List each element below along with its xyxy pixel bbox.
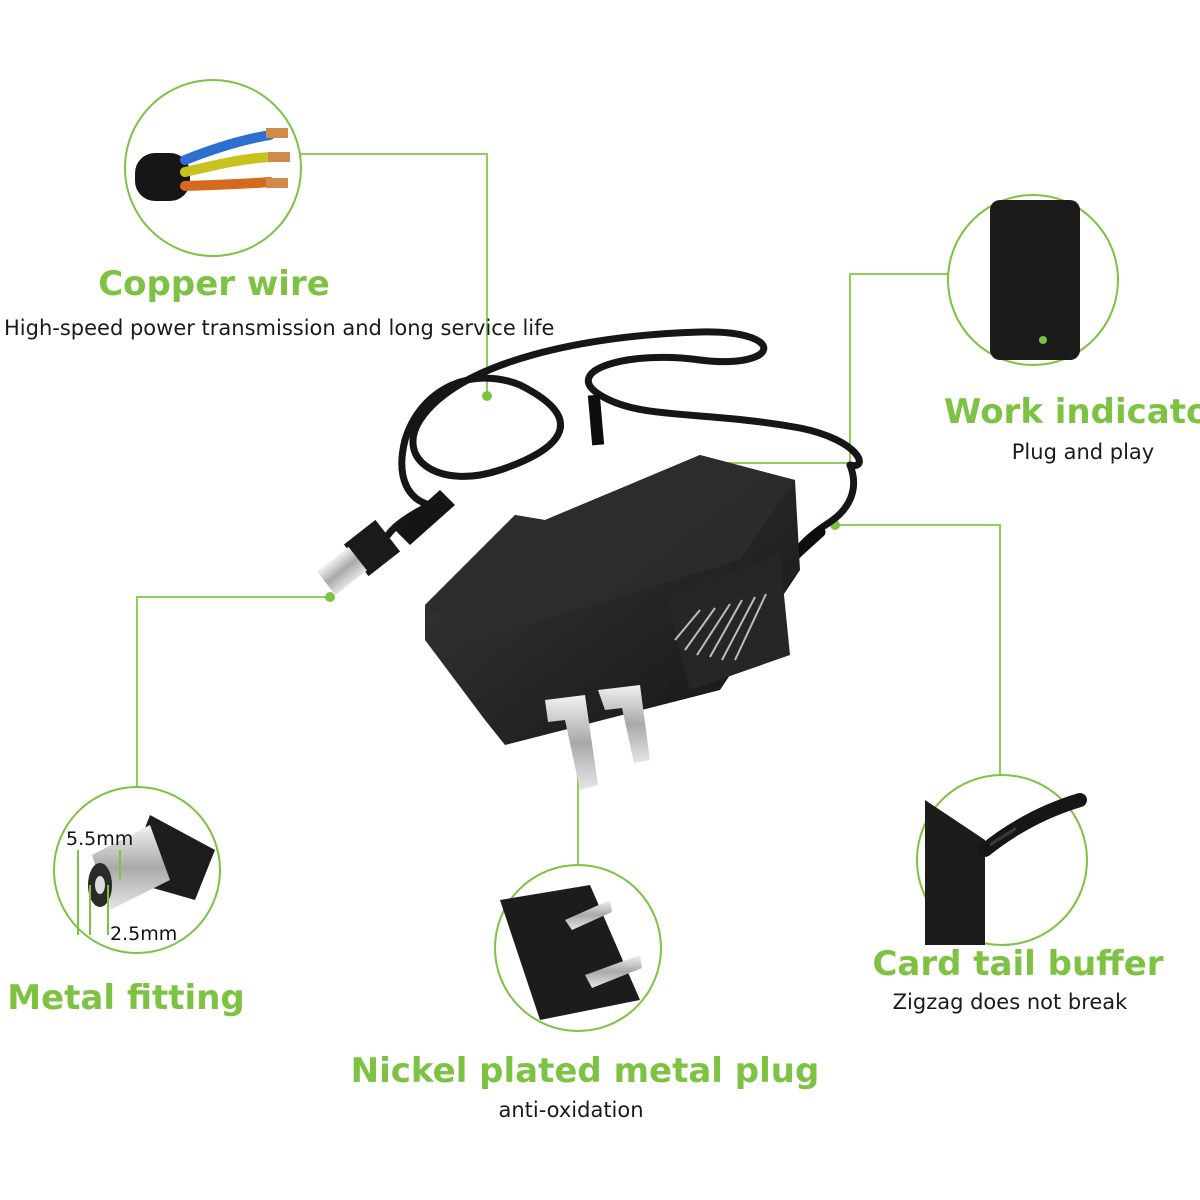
inner-diameter-label: 2.5mm <box>110 923 178 945</box>
adapter-body <box>425 455 800 790</box>
metal-fitting-title: Metal fitting <box>7 978 245 1018</box>
prong-right <box>598 685 650 763</box>
nickel-plug-callout <box>494 864 662 1032</box>
leader-lines <box>136 153 1001 870</box>
copper-wire-title: Copper wire <box>98 264 330 304</box>
leader-line-metal-fitting <box>136 596 330 805</box>
dot-copper-wire <box>482 391 492 401</box>
prong-left <box>545 695 598 790</box>
copper-wire-subtitle: High-speed power transmission and long s… <box>4 316 555 340</box>
work-indicator-title: Work indicator <box>943 392 1200 432</box>
card-tail-buffer-callout <box>916 774 1088 946</box>
dimension-lines <box>77 850 121 935</box>
work-indicator-subtitle: Plug and play <box>1011 440 1155 464</box>
outer-diameter-label: 5.5mm <box>66 828 134 850</box>
work-indicator-callout <box>947 194 1119 366</box>
cable-tie <box>587 394 605 446</box>
card-tail-buffer-subtitle: Zigzag does not break <box>892 990 1128 1014</box>
dc-plug <box>317 519 401 596</box>
nickel-plug-subtitle: anti-oxidation <box>498 1098 644 1122</box>
dot-metal-fitting <box>325 592 335 602</box>
card-tail-buffer-title: Card tail buffer <box>872 944 1164 984</box>
leader-line-work-indicator <box>707 273 948 464</box>
metal-fitting-callout <box>53 786 221 954</box>
adapter-label <box>674 593 767 661</box>
leader-line-copper-wire <box>290 153 488 396</box>
nickel-plug-title: Nickel plated metal plug <box>350 1051 820 1091</box>
dc-strain-relief <box>395 490 455 545</box>
copper-wire-callout <box>124 79 302 257</box>
leader-line-card-tail <box>835 524 1001 790</box>
